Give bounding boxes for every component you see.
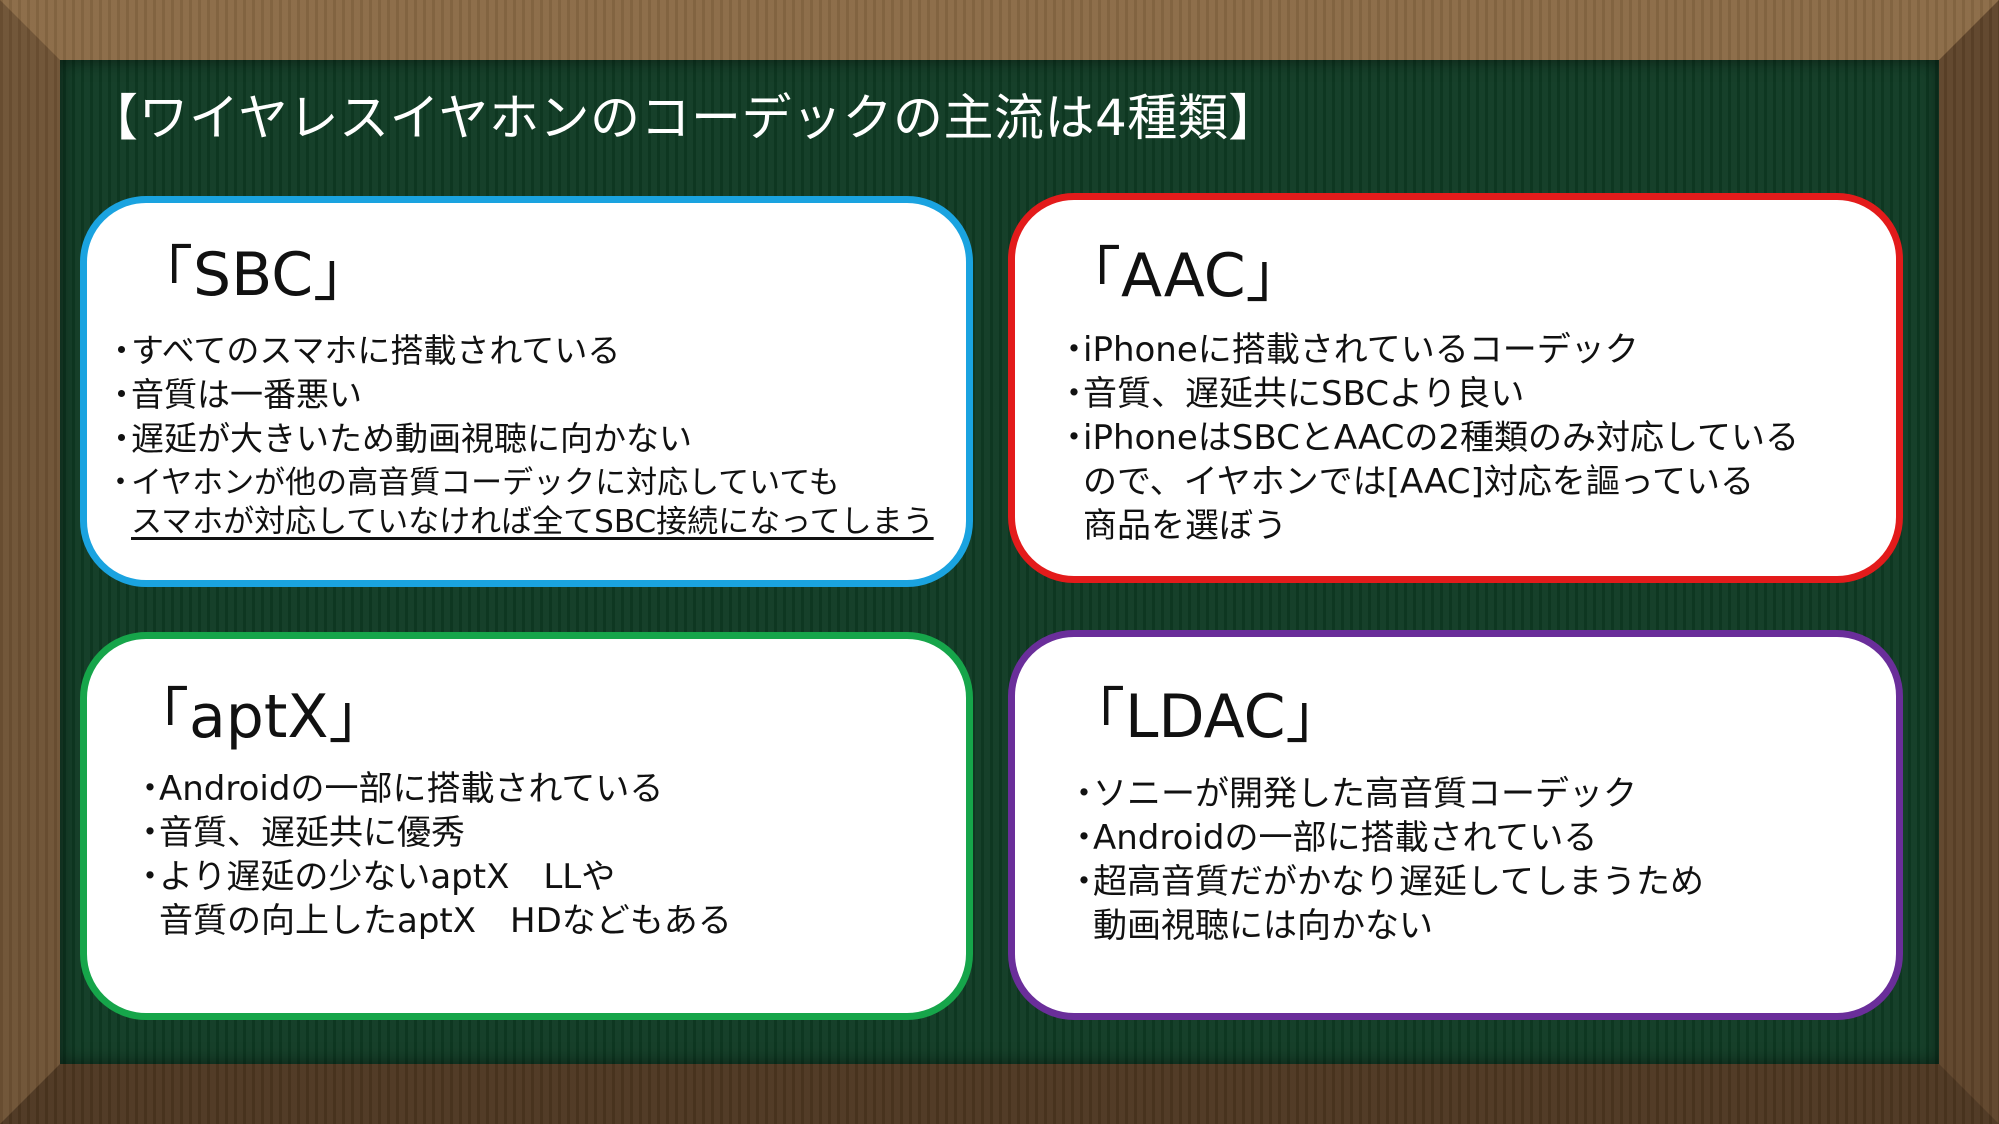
list-item: ・より遅延の少ないaptX LLや (133, 857, 616, 897)
list-item: ・Androidの一部に搭載されている (133, 769, 664, 809)
list-item: ・遅延が大きいため動画視聴に向かない (105, 419, 692, 458)
list-item: ・音質は一番悪い (105, 375, 362, 414)
list-item-continuation: ので、イヤホンでは[AAC]対応を謳っている (1083, 462, 1755, 502)
codec-card-sbc-body: ・すべてのスマホに搭載されている ・音質は一番悪い ・遅延が大きいため動画視聴に… (105, 329, 934, 543)
list-item: ・超高音質だがかなり遅延してしまうため (1067, 862, 1704, 902)
codec-card-sbc: 「SBC」 ・すべてのスマホに搭載されている ・音質は一番悪い ・遅延が大きいた… (80, 196, 973, 587)
list-item: ・Androidの一部に搭載されている (1067, 818, 1598, 858)
sbc-warning-underlined-text: スマホが対応していなければ全てSBC接続になってしまう (131, 504, 934, 540)
list-item: ・イヤホンが他の高音質コーデックに対応していても (105, 465, 840, 501)
list-item: ・iPhoneはSBCとAACの2種類のみ対応している (1057, 418, 1800, 458)
list-item: ・音質、遅延共に優秀 (133, 813, 465, 853)
list-item-continuation: スマホが対応していなければ全てSBC接続になってしまう (105, 502, 934, 543)
codec-card-aptx-body: ・Androidの一部に搭載されている ・音質、遅延共に優秀 ・より遅延の少ない… (133, 767, 732, 943)
list-item: ・音質、遅延共にSBCより良い (1057, 374, 1525, 414)
list-item: ・iPhoneに搭載されているコーデック (1057, 330, 1639, 370)
list-item-continuation: 商品を選ぼう (1083, 506, 1287, 546)
codec-card-aptx-heading: 「aptX」 (129, 682, 389, 752)
codec-card-sbc-heading: 「SBC」 (133, 240, 374, 310)
codec-card-aac-heading: 「AAC」 (1061, 241, 1306, 311)
codec-card-ldac: 「LDAC」 ・ソニーが開発した高音質コーデック ・Androidの一部に搭載さ… (1008, 630, 1903, 1020)
list-item: ・すべてのスマホに搭載されている (105, 331, 621, 370)
codec-card-aac: 「AAC」 ・iPhoneに搭載されているコーデック ・音質、遅延共にSBCより… (1008, 193, 1903, 583)
list-item: ・ソニーが開発した高音質コーデック (1067, 774, 1637, 814)
list-item-continuation: 音質の向上したaptX HDなどもある (159, 901, 732, 941)
list-item-continuation: 動画視聴には向かない (1093, 906, 1433, 946)
codec-card-ldac-heading: 「LDAC」 (1065, 682, 1346, 752)
codec-card-aptx: 「aptX」 ・Androidの一部に搭載されている ・音質、遅延共に優秀 ・よ… (80, 632, 973, 1020)
page-title: 【ワイヤレスイヤホンのコーデックの主流は4種類】 (88, 89, 1279, 147)
codec-card-aac-body: ・iPhoneに搭載されているコーデック ・音質、遅延共にSBCより良い ・iP… (1057, 328, 1799, 548)
codec-card-ldac-body: ・ソニーが開発した高音質コーデック ・Androidの一部に搭載されている ・超… (1067, 772, 1704, 948)
